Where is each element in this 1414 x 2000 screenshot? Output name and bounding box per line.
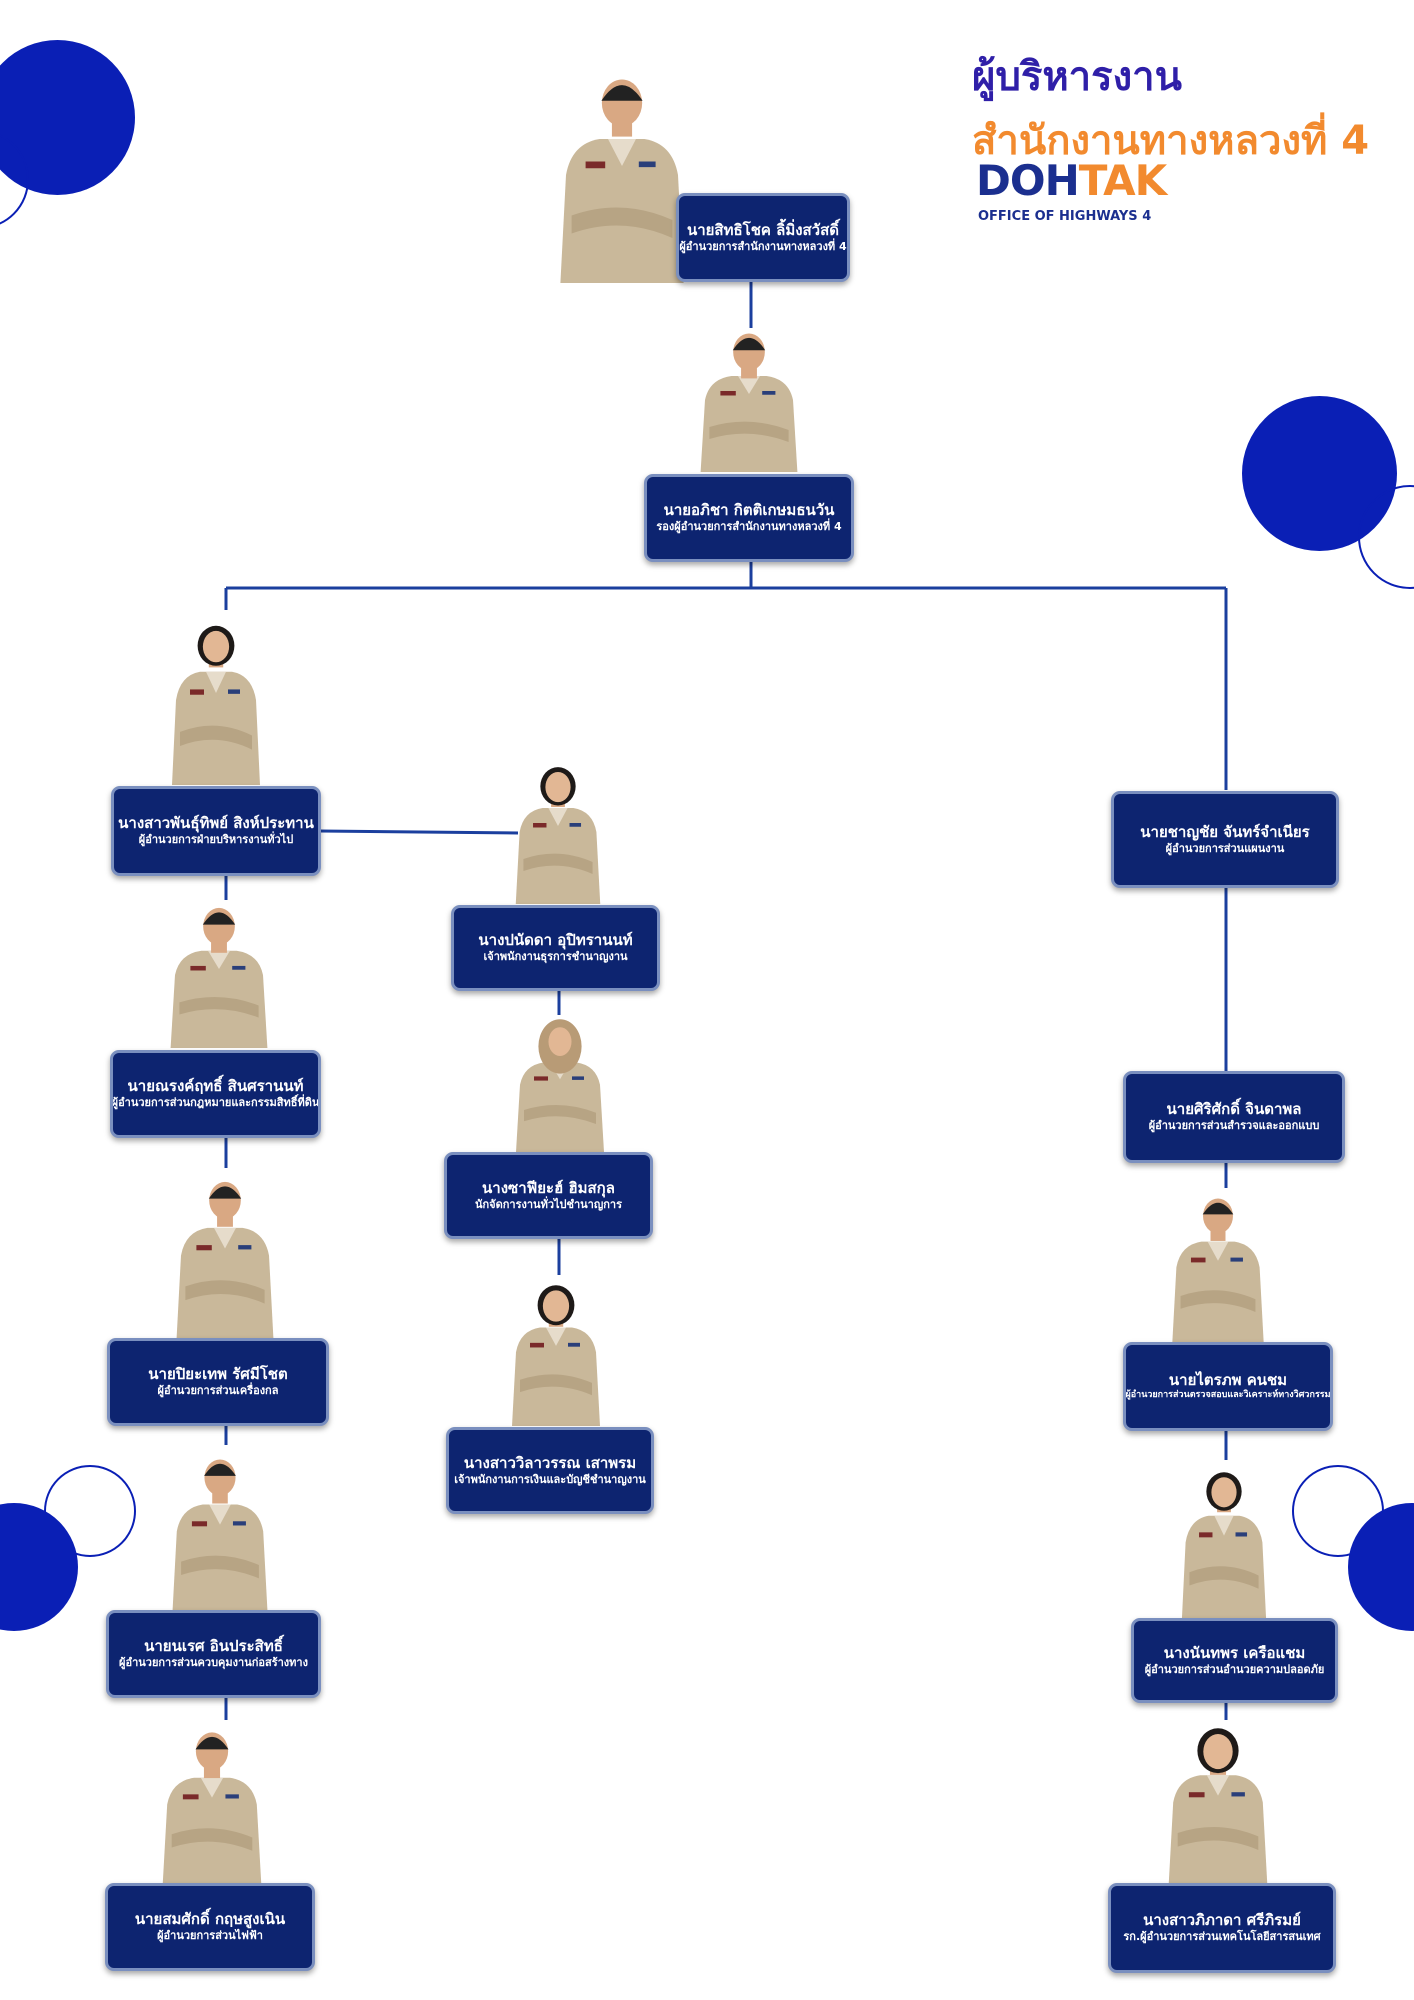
person-position: ผู้อำนวยการส่วนไฟฟ้า (157, 1929, 263, 1943)
person-name: นางสาววิลาวรรณ เสาพรม (463, 1453, 637, 1472)
person-position: ผู้อำนวยการส่วนอำนวยความปลอดภัย (1144, 1662, 1325, 1676)
person-card: นายณรงค์ฤทธิ์ สินศรานนท์ ผู้อำนวยการส่วน… (110, 1050, 321, 1138)
person-photo (1166, 1184, 1270, 1344)
person-name: นายศิริศักดิ์ จินดาพล (1166, 1100, 1302, 1119)
person-name: นายสิทธิโชค ลิ้มิ่งสวัสดิ์ (686, 220, 840, 239)
person-card: นางสาวภิภาดา ศรีภิรมย์ รก.ผู้อำนวยการส่ว… (1108, 1883, 1336, 1973)
person-card: นายสิทธิโชค ลิ้มิ่งสวัสดิ์ ผู้อำนวยการสำ… (676, 193, 850, 282)
person-position: นักจัดการงานทั่วไปชำนาญการ (475, 1197, 622, 1211)
person-photo (552, 58, 692, 283)
person-position: ผู้อำนวยการส่วนกฎหมายและกรรมสิทธิ์ที่ดิน (111, 1096, 320, 1110)
person-card: นายไตรภพ คนชม ผู้อำนวยการส่วนตรวจสอบและว… (1123, 1342, 1333, 1431)
person-photo (1176, 1456, 1272, 1622)
person-position: ผู้อำนวยการส่วนควบคุมงานก่อสร้างทาง (119, 1656, 308, 1670)
person-name: นายณรงค์ฤทธิ์ สินศรานนท์ (127, 1077, 304, 1096)
person-name: นางซาฟียะฮ์ ฮิมสกุล (482, 1178, 615, 1197)
person-card: นางนันทพร เครือแชม ผู้อำนวยการส่วนอำนวยค… (1131, 1618, 1338, 1703)
person-position: ผู้อำนวยการฝ่ายบริหารงานทั่วไป (138, 833, 294, 847)
person-name: นางนันทพร เครือแชม (1163, 1643, 1306, 1662)
person-card: นางปนัดดา อุปิทรานนท์ เจ้าพนักงานธุรการช… (451, 905, 660, 991)
person-position: เจ้าพนักงานการเงินและบัญชีชำนาญงาน (454, 1472, 646, 1486)
person-name: นายปิยะเทพ รัศมีโชต (148, 1365, 288, 1384)
person-photo (166, 1444, 274, 1612)
person-photo (510, 754, 606, 904)
person-photo (1162, 1714, 1274, 1884)
person-name: นายนเรศ อินประสิทธิ์ (144, 1637, 283, 1656)
person-photo (164, 896, 274, 1048)
person-position: ผู้อำนวยการส่วนเครื่องกล (157, 1384, 279, 1398)
person-name: นางสาวพันธุ์ทิพย์ สิงห์ประทาน (118, 814, 314, 833)
person-card: นางซาฟียะฮ์ ฮิมสกุล นักจัดการงานทั่วไปชำ… (444, 1152, 653, 1239)
person-photo (510, 1012, 610, 1152)
person-photo (694, 322, 804, 472)
person-card: นางสาวพันธุ์ทิพย์ สิงห์ประทาน ผู้อำนวยกา… (111, 786, 321, 876)
logo-caption: OFFICE OF HIGHWAYS 4 (978, 209, 1152, 224)
person-name: นายอภิชา กิตติเกษมธนวัน (663, 501, 835, 520)
person-card: นางสาววิลาวรรณ เสาพรม เจ้าพนักงานการเงิน… (446, 1427, 654, 1514)
person-card: นายชาญชัย จันทร์จำเนียร ผู้อำนวยการส่วนแ… (1111, 791, 1339, 888)
logo-text-orange: TAK (1078, 156, 1167, 205)
person-position: ผู้อำนวยการสำนักงานทางหลวงที่ 4 (679, 239, 847, 253)
person-photo (156, 1718, 268, 1884)
person-photo (166, 608, 266, 785)
person-photo (170, 1166, 280, 1338)
person-name: นางปนัดดา อุปิทรานนท์ (478, 931, 633, 950)
person-card: นายนเรศ อินประสิทธิ์ ผู้อำนวยการส่วนควบค… (106, 1610, 321, 1698)
doh-tak-logo: DOHTAK (976, 160, 1167, 202)
person-name: นายชาญชัย จันทร์จำเนียร (1140, 822, 1310, 841)
logo-text-dark: DOH (976, 156, 1080, 205)
person-position: เจ้าพนักงานธุรการชำนาญงาน (483, 950, 628, 964)
page-title: ผู้บริหารงาน (972, 54, 1182, 100)
person-position: รองผู้อำนวยการสำนักงานทางหลวงที่ 4 (656, 520, 842, 534)
person-card: นายปิยะเทพ รัศมีโชต ผู้อำนวยการส่วนเครื่… (107, 1338, 329, 1426)
person-position: รก.ผู้อำนวยการส่วนเทคโนโลยีสารสนเทศ (1123, 1930, 1321, 1944)
person-photo (506, 1272, 606, 1426)
page-subtitle: สำนักงานทางหลวงที่ 4 (972, 118, 1370, 164)
person-position: ผู้อำนวยการส่วนสำรวจและออกแบบ (1148, 1119, 1320, 1133)
person-position: ผู้อำนวยการส่วนตรวจสอบและวิเคราะห์ทางวิศ… (1125, 1390, 1331, 1401)
person-card: นายอภิชา กิตติเกษมธนวัน รองผู้อำนวยการสำ… (644, 474, 854, 562)
person-card: นายสมศักดิ์ กฤษสูงเนิน ผู้อำนวยการส่วนไฟ… (105, 1883, 315, 1971)
person-position: ผู้อำนวยการส่วนแผนงาน (1165, 841, 1285, 855)
person-name: นายสมศักดิ์ กฤษสูงเนิน (134, 1910, 286, 1929)
person-card: นายศิริศักดิ์ จินดาพล ผู้อำนวยการส่วนสำร… (1123, 1071, 1345, 1163)
person-name: นายไตรภพ คนชม (1168, 1371, 1288, 1390)
person-name: นางสาวภิภาดา ศรีภิรมย์ (1143, 1911, 1301, 1930)
